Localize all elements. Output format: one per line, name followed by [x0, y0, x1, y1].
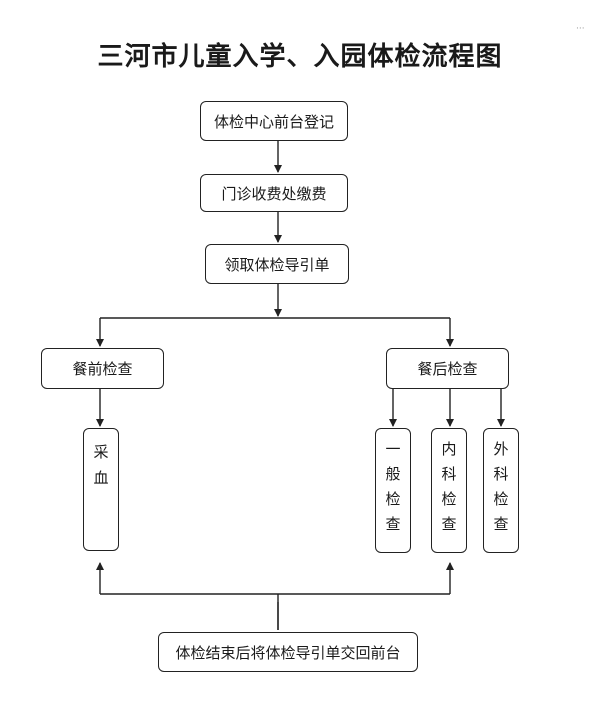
step-internal-label: 内科检查: [441, 440, 457, 533]
step-surgical: 外科检查: [483, 428, 519, 553]
step-pay-label: 门诊收费处缴费: [221, 184, 327, 203]
step-register: 体检中心前台登记: [200, 101, 348, 141]
step-register-label: 体检中心前台登记: [213, 112, 334, 131]
step-guide: 领取体检导引单: [205, 244, 349, 284]
step-pay: 门诊收费处缴费: [200, 174, 348, 212]
step-blood: 采血: [83, 428, 119, 551]
page-title: 三河市儿童入学、入园体检流程图: [97, 42, 503, 72]
step-return-label: 体检结束后将体检导引单交回前台: [175, 643, 401, 662]
step-blood-label: 采血: [93, 443, 109, 487]
corner-mark: ···: [576, 24, 585, 34]
step-after-meal: 餐后检查: [386, 348, 509, 389]
step-general-label: 一般检查: [385, 440, 401, 533]
step-return: 体检结束后将体检导引单交回前台: [158, 632, 418, 672]
step-internal: 内科检查: [431, 428, 467, 553]
step-before-meal: 餐前检查: [41, 348, 164, 389]
step-general: 一般检查: [375, 428, 411, 553]
step-surgical-label: 外科检查: [493, 440, 509, 533]
step-after-meal-label: 餐后检查: [417, 360, 478, 378]
step-before-meal-label: 餐前检查: [72, 360, 133, 378]
step-guide-label: 领取体检导引单: [224, 255, 330, 274]
